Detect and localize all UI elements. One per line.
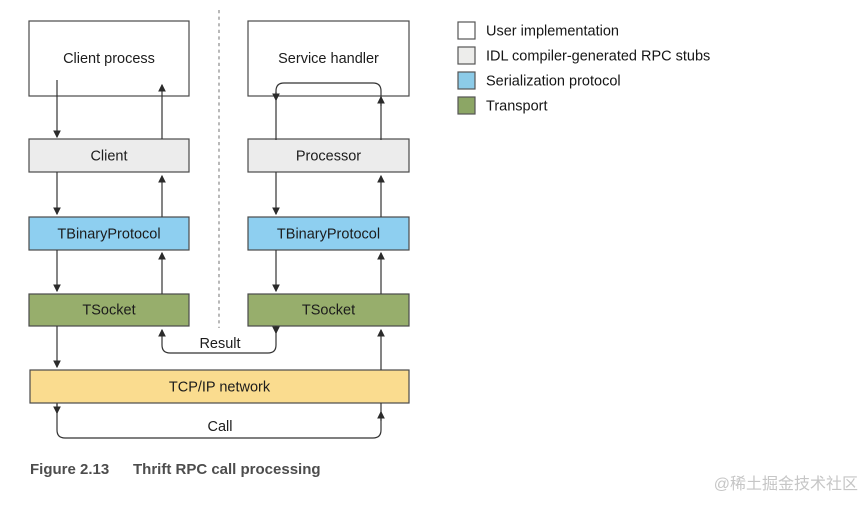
tbinaryprotocol-right-box — [247, 216, 410, 251]
figure-caption-title: Thrift RPC call processing — [133, 461, 321, 478]
call-connector — [56, 403, 382, 439]
legend-label-transport: Transport — [486, 99, 548, 115]
legend-swatch-transport — [457, 96, 476, 115]
tbinaryprotocol-right-label: TBinaryProtocol — [277, 227, 380, 243]
tsocket-right-label: TSocket — [302, 303, 355, 319]
watermark-text: @稀土掘金技术社区 — [714, 475, 858, 493]
legend-swatch-serialization-protocol — [457, 71, 476, 90]
tsocket-right-box — [247, 293, 410, 327]
result-edge-label: Result — [199, 336, 240, 352]
legend-label-idl-stubs: IDL compiler-generated RPC stubs — [486, 49, 710, 65]
client-label: Client — [90, 149, 127, 165]
tsocket-left-box — [28, 293, 190, 327]
tsocket-left-label: TSocket — [82, 303, 135, 319]
legend-label-serialization-protocol: Serialization protocol — [486, 74, 621, 90]
call-edge-label: Call — [208, 419, 233, 435]
tbinaryprotocol-left-label: TBinaryProtocol — [57, 227, 160, 243]
tcpip-network-box — [29, 369, 410, 404]
legend-label-user-implementation: User implementation — [486, 24, 619, 40]
tbinaryprotocol-left-box — [28, 216, 190, 251]
legend-swatch-idl-stubs — [457, 46, 476, 65]
client-process-label: Client process — [63, 51, 155, 67]
service-handler-loop-connector — [275, 82, 382, 140]
processor-stub-box — [247, 138, 410, 173]
client-stub-box — [28, 138, 190, 173]
processor-label: Processor — [296, 149, 361, 165]
result-connector — [158, 326, 277, 354]
service-handler-label: Service handler — [278, 51, 379, 67]
figure-caption-number: Figure 2.13 — [30, 461, 109, 478]
legend: User implementation IDL compiler-generat… — [457, 21, 710, 115]
client-process-box — [28, 20, 190, 97]
tcpip-network-label: TCP/IP network — [169, 380, 271, 396]
figure-caption: Figure 2.13 Thrift RPC call processing — [30, 461, 321, 478]
legend-swatch-user-implementation — [457, 21, 476, 40]
